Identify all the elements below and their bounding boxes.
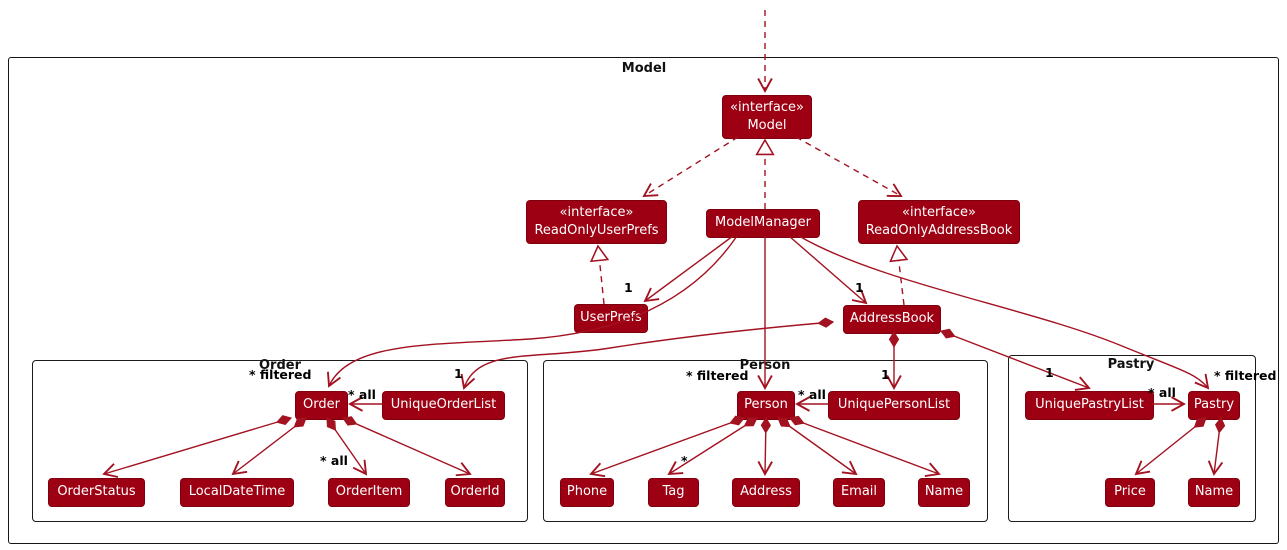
class-tag: Tag — [648, 478, 699, 507]
class-model-interface: «interface» Model — [722, 95, 812, 139]
class-name-label: Tag — [662, 484, 685, 500]
class-name-label: LocalDateTime — [188, 484, 286, 500]
stereotype-label: «interface» — [559, 204, 634, 220]
class-name-label: UniquePersonList — [837, 397, 951, 413]
class-phone: Phone — [560, 478, 614, 507]
class-order: Order — [295, 391, 348, 420]
class-name-label: Model — [747, 118, 787, 133]
multiplicity-filtered-pastry: * filtered — [1214, 368, 1277, 383]
class-name-label: Price — [1114, 484, 1146, 500]
class-userprefs: UserPrefs — [574, 304, 648, 333]
multiplicity-1-addressbook: 1 — [855, 280, 864, 295]
multiplicity-all-orderitem: * all — [320, 453, 348, 468]
class-name-label: OrderId — [450, 484, 500, 500]
class-person: Person — [737, 391, 795, 420]
multiplicity-filtered-order: * filtered — [249, 367, 312, 382]
class-name-label: OrderStatus — [57, 484, 136, 500]
class-name-label: Address — [740, 484, 792, 500]
class-name-pastry: Name — [1188, 478, 1240, 507]
class-name-person: Name — [918, 478, 970, 507]
class-orderstatus: OrderStatus — [48, 478, 145, 507]
model-package-title: Model — [621, 61, 667, 76]
multiplicity-1-userprefs: 1 — [624, 280, 633, 295]
class-readonlyuserprefs-interface: «interface» ReadOnlyUserPrefs — [526, 200, 667, 244]
multiplicity-1-uniquepastrylist: 1 — [1045, 365, 1054, 380]
class-localdatetime: LocalDateTime — [180, 478, 294, 507]
class-name-label: Name — [924, 484, 964, 500]
class-name-label: Email — [840, 484, 878, 500]
class-uniqueorderlist: UniqueOrderList — [382, 391, 505, 420]
class-name-label: Phone — [566, 484, 608, 500]
class-name-label: Name — [1194, 484, 1234, 500]
class-name-label: ModelManager — [714, 215, 811, 231]
class-name-label: ReadOnlyAddressBook — [865, 223, 1013, 238]
class-name-label: ReadOnlyUserPrefs — [534, 223, 659, 238]
class-orderid: OrderId — [445, 478, 505, 507]
stereotype-label: «interface» — [730, 99, 804, 115]
class-name-label: Pastry — [1193, 397, 1235, 413]
multiplicity-filtered-person: * filtered — [686, 368, 749, 383]
class-address: Address — [732, 478, 800, 507]
class-name-label: Order — [303, 397, 340, 413]
class-readonlyaddressbook-interface: «interface» ReadOnlyAddressBook — [858, 200, 1020, 244]
stereotype-label: «interface» — [902, 204, 976, 220]
multiplicity-all-pastry: * all — [1148, 385, 1176, 400]
multiplicity-all-person: * all — [798, 387, 826, 402]
multiplicity-star-tag: * — [681, 453, 688, 468]
class-uniquepersonlist: UniquePersonList — [828, 391, 960, 420]
class-addressbook: AddressBook — [843, 305, 941, 334]
class-name-label: Person — [744, 397, 788, 413]
class-name-label: OrderItem — [335, 484, 403, 500]
class-name-label: UniqueOrderList — [390, 397, 497, 413]
class-modelmanager: ModelManager — [706, 209, 820, 238]
class-name-label: UserPrefs — [580, 310, 642, 326]
class-email: Email — [833, 478, 885, 507]
class-price: Price — [1105, 478, 1155, 507]
class-uniquepastrylist: UniquePastryList — [1025, 391, 1154, 420]
class-orderitem: OrderItem — [328, 478, 410, 507]
pastry-package-title: Pastry — [1107, 357, 1155, 372]
multiplicity-1-uniqueorderlist: 1 — [454, 366, 463, 381]
order-package-title: Order — [259, 358, 301, 373]
class-name-label: AddressBook — [849, 311, 935, 327]
multiplicity-all-order: * all — [348, 387, 376, 402]
multiplicity-1-uniquepersonlist: 1 — [881, 367, 890, 382]
class-pastry: Pastry — [1188, 391, 1240, 420]
class-name-label: UniquePastryList — [1035, 397, 1144, 413]
